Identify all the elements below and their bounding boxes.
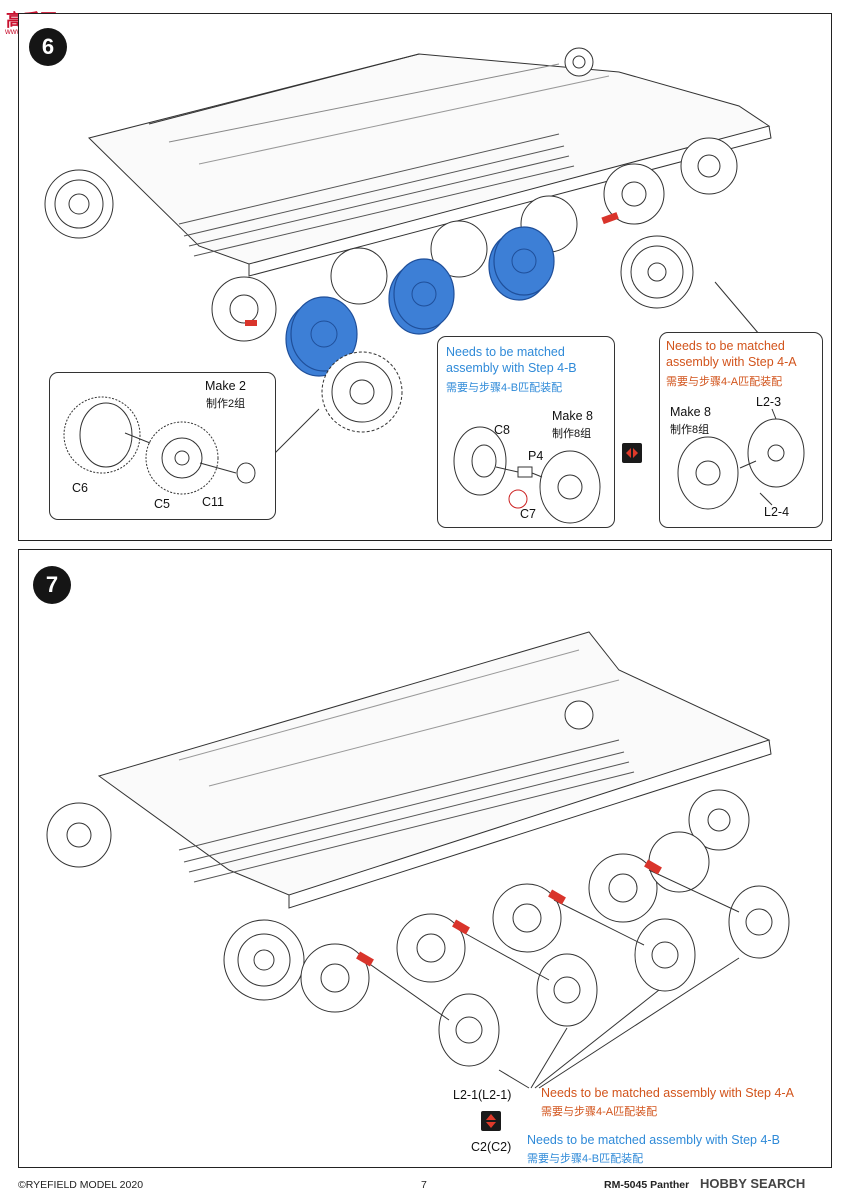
part-label-c11: C11	[202, 495, 225, 509]
make-count-en: Make 8	[552, 409, 593, 423]
part-label-c7: C7	[520, 507, 536, 521]
note-4b-cn: 需要与步骤4-B匹配装配	[446, 382, 563, 394]
part-label-l2-4: L2-4	[764, 505, 790, 519]
step6-illustration	[44, 47, 772, 455]
step6-panel: 6	[18, 13, 832, 541]
subassembly-roadwheel-b: Needs to be matched assembly with Step 4…	[437, 336, 615, 528]
note-4a-cn: 需要与步骤4-A匹配装配	[541, 1106, 658, 1118]
part-label-c5: C5	[154, 497, 170, 511]
note-4b-line1: Needs to be matched	[446, 345, 565, 359]
swap-icon	[481, 1111, 501, 1131]
sprocket-parts-drawing	[63, 396, 256, 495]
subassembly-sprocket: Make 2 制作2组 C6 C5 C11	[49, 372, 276, 520]
roadwheel-a-drawing	[677, 408, 805, 510]
step7-number: 7	[33, 566, 71, 604]
part-label-c2: C2(C2)	[471, 1140, 512, 1154]
note-4a-cn: 需要与步骤4-A匹配装配	[666, 376, 783, 388]
watermark-hobbysearch: HOBBY SEARCH	[700, 1176, 806, 1191]
step7-illustration	[46, 631, 790, 1089]
part-label-l2-1: L2-1(L2-1)	[453, 1088, 512, 1102]
make-count-cn: 制作8组	[670, 424, 710, 436]
make-count-en: Make 8	[670, 405, 711, 419]
footer-copyright: ©RYEFIELD MODEL 2020	[18, 1179, 144, 1191]
note-4a-line2: assembly with Step 4-A	[666, 355, 797, 369]
note-4a-line1: Needs to be matched	[666, 339, 785, 353]
step7-panel: 7	[18, 549, 832, 1168]
part-label-c6: C6	[72, 481, 88, 495]
note-4b-line2: assembly with Step 4-B	[446, 361, 577, 375]
swap-icon	[622, 443, 642, 463]
note-4b: Needs to be matched assembly with Step 4…	[527, 1133, 780, 1147]
make-count-cn: 制作2组	[206, 398, 246, 410]
note-4a: Needs to be matched assembly with Step 4…	[541, 1086, 794, 1100]
footer-page-number: 7	[421, 1179, 427, 1191]
note-4b-cn: 需要与步骤4-B匹配装配	[527, 1153, 644, 1165]
part-label-p4: P4	[528, 449, 544, 463]
step6-number: 6	[29, 28, 67, 66]
subassembly-roadwheel-a: Needs to be matched assembly with Step 4…	[659, 332, 823, 528]
roadwheel-b-drawing	[453, 426, 601, 524]
footer-product: RM-5045 Panther	[604, 1179, 690, 1191]
make-count-cn: 制作8组	[552, 428, 592, 440]
make-count-en: Make 2	[205, 379, 246, 393]
part-label-l2-3: L2-3	[756, 395, 782, 409]
part-label-c8: C8	[494, 423, 510, 437]
